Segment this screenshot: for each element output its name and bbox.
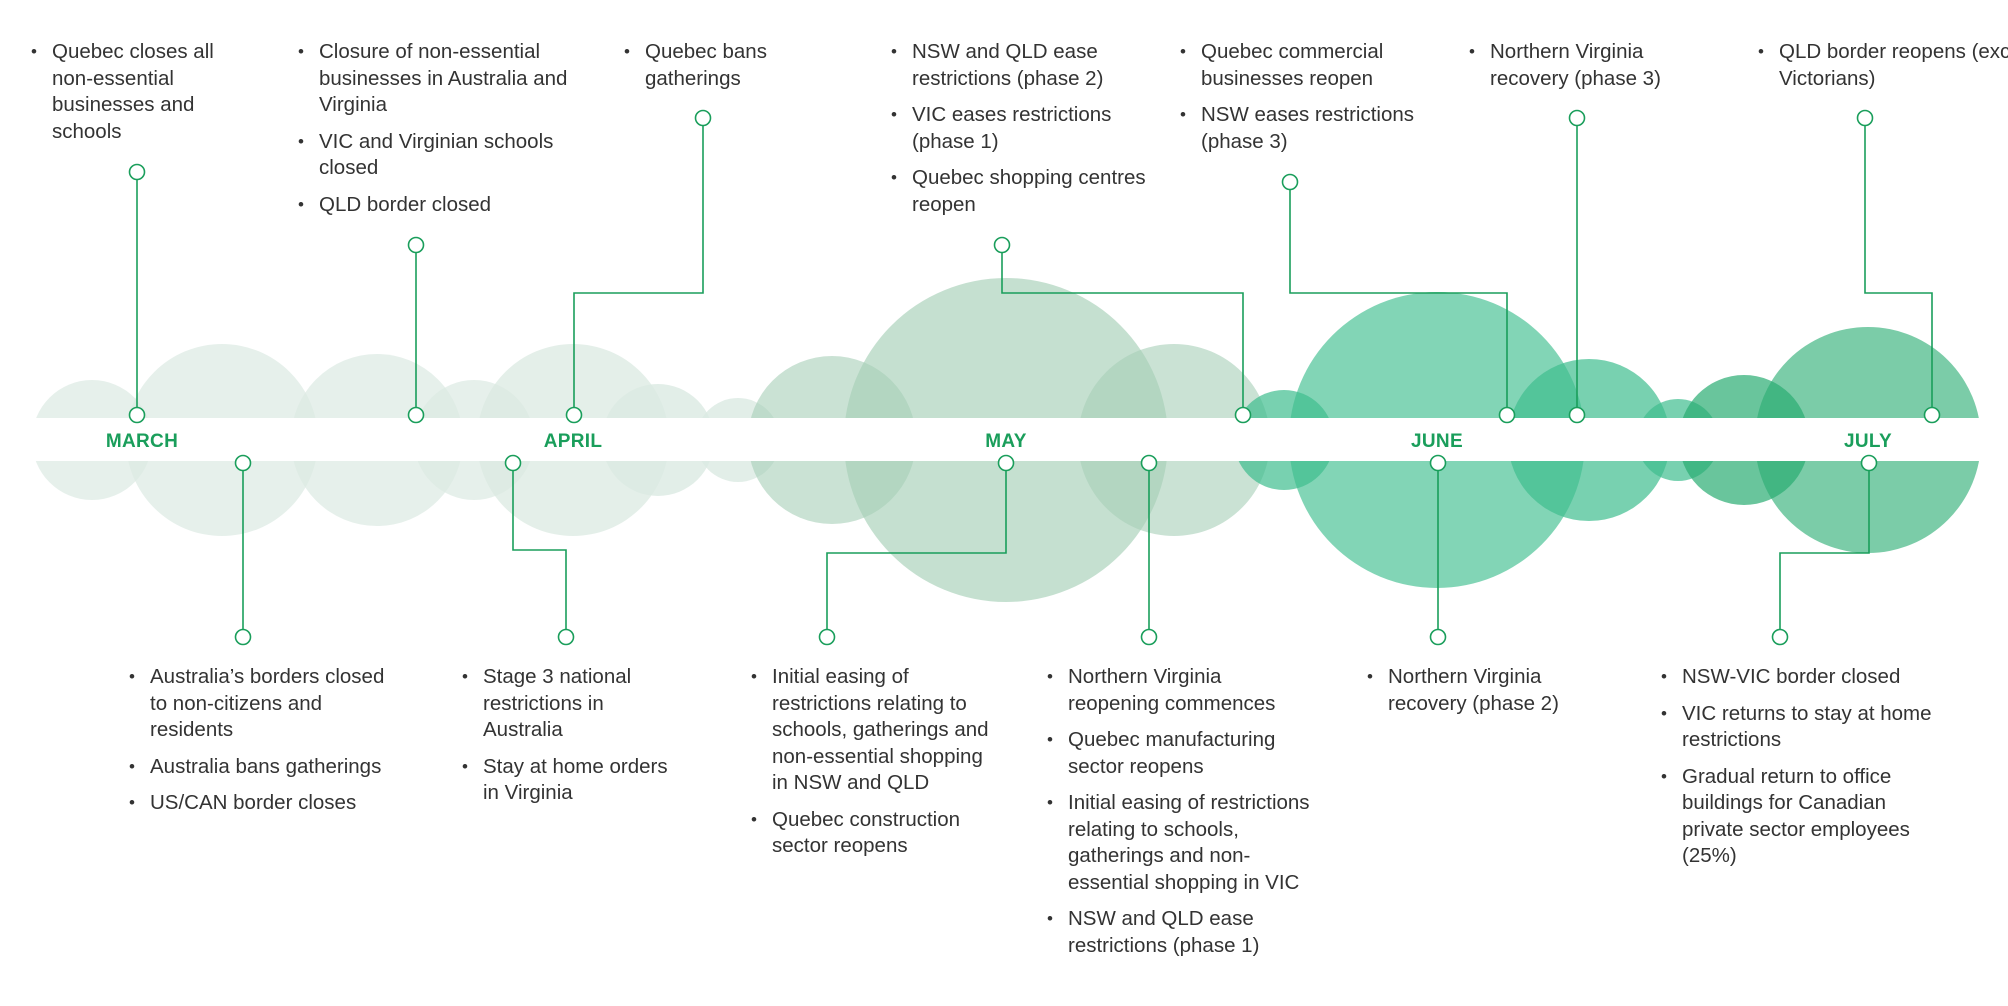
event-item: Closure of non-essential businesses in A… [298,39,589,119]
event-item: Australia bans gatherings [129,754,390,781]
event-item: VIC returns to stay at home restrictions [1661,701,1937,754]
event-item: Initial easing of restrictions relating … [1047,790,1318,896]
event-item: VIC eases restrictions (phase 1) [891,102,1162,155]
event-item: VIC and Virginian schools closed [298,129,589,182]
month-label-july: JULY [1844,431,1892,452]
event-item: Australia’s borders closed to non-citize… [129,664,390,744]
event-marker [557,628,575,646]
connector-line [826,463,1007,637]
event-item: Quebec commercial businesses reopen [1180,39,1431,92]
event-marker [1498,406,1516,424]
event-note-above-march-late: Closure of non-essential businesses in A… [297,39,589,228]
event-item: Initial easing of restrictions relating … [751,664,997,797]
event-note-below-late-may: Northern Virginia reopening commences Qu… [1046,664,1318,969]
event-note-below-july: NSW-VIC border closed VIC returns to sta… [1660,664,1937,880]
event-marker [1281,173,1299,191]
event-marker [1568,109,1586,127]
event-item: QLD border reopens (excl Victorians) [1758,39,2008,92]
event-item: Quebec construction sector reopens [751,807,997,860]
connector-line [1864,118,1933,415]
event-item: Quebec shopping centres reopen [891,165,1162,218]
month-label-may: MAY [985,431,1026,452]
event-item: QLD border closed [298,192,589,219]
event-marker [1923,406,1941,424]
event-marker [1429,454,1447,472]
event-marker [128,163,146,181]
event-marker [565,406,583,424]
event-note-above-april: Quebec bans gatherings [623,39,855,102]
event-item: Quebec closes all non-essential business… [31,39,252,145]
connector-line [573,118,704,415]
event-note-above-may: NSW and QLD ease restrictions (phase 2) … [890,39,1162,228]
event-note-above-late-may: Quebec commercial businesses reopen NSW … [1179,39,1431,165]
event-item: Northern Virginia recovery (phase 2) [1367,664,1618,717]
event-marker [818,628,836,646]
event-note-above-march-early: Quebec closes all non-essential business… [30,39,252,155]
event-item: Quebec manufacturing sector reopens [1047,727,1318,780]
connector-lines [136,118,1933,637]
event-item: NSW and QLD ease restrictions (phase 2) [891,39,1162,92]
event-marker [997,454,1015,472]
event-note-below-june: Northern Virginia recovery (phase 2) [1366,664,1618,727]
event-item: NSW eases restrictions (phase 3) [1180,102,1431,155]
event-markers [128,109,1941,646]
event-item: NSW and QLD ease restrictions (phase 1) [1047,906,1318,959]
connector-line [1001,245,1244,415]
event-marker [234,628,252,646]
event-marker [407,236,425,254]
event-marker [1140,628,1158,646]
connector-line [1289,182,1508,415]
event-item: Northern Virginia recovery (phase 3) [1469,39,1700,92]
event-item: US/CAN border closes [129,790,390,817]
event-marker [234,454,252,472]
event-marker [504,454,522,472]
event-note-above-june: Northern Virginia recovery (phase 3) [1468,39,1700,102]
event-item: Stay at home orders in Virginia [462,754,683,807]
event-note-below-may: Initial easing of restrictions relating … [750,664,997,870]
timeline-band [0,418,2008,461]
event-item: Northern Virginia reopening commences [1047,664,1318,717]
event-marker [128,406,146,424]
month-label-april: APRIL [544,431,603,452]
event-marker [694,109,712,127]
event-item: Gradual return to office buildings for C… [1661,764,1937,870]
event-item: Stage 3 national restrictions in Austral… [462,664,683,744]
event-note-below-april: Stage 3 national restrictions in Austral… [461,664,683,817]
event-marker [1429,628,1447,646]
connector-line [1779,463,1870,637]
connector-line [512,463,567,637]
event-item: NSW-VIC border closed [1661,664,1937,691]
event-marker [1771,628,1789,646]
month-labels: MARCH APRIL MAY JUNE JULY [106,431,1892,452]
event-marker [1568,406,1586,424]
event-note-below-march: Australia’s borders closed to non-citize… [128,664,390,827]
event-item: Quebec bans gatherings [624,39,855,92]
month-label-june: JUNE [1411,431,1463,452]
event-marker [407,406,425,424]
event-marker [993,236,1011,254]
event-marker [1140,454,1158,472]
month-label-march: MARCH [106,431,178,452]
event-marker [1856,109,1874,127]
event-marker [1234,406,1252,424]
event-note-above-july: QLD border reopens (excl Victorians) [1757,39,2008,102]
event-marker [1860,454,1878,472]
